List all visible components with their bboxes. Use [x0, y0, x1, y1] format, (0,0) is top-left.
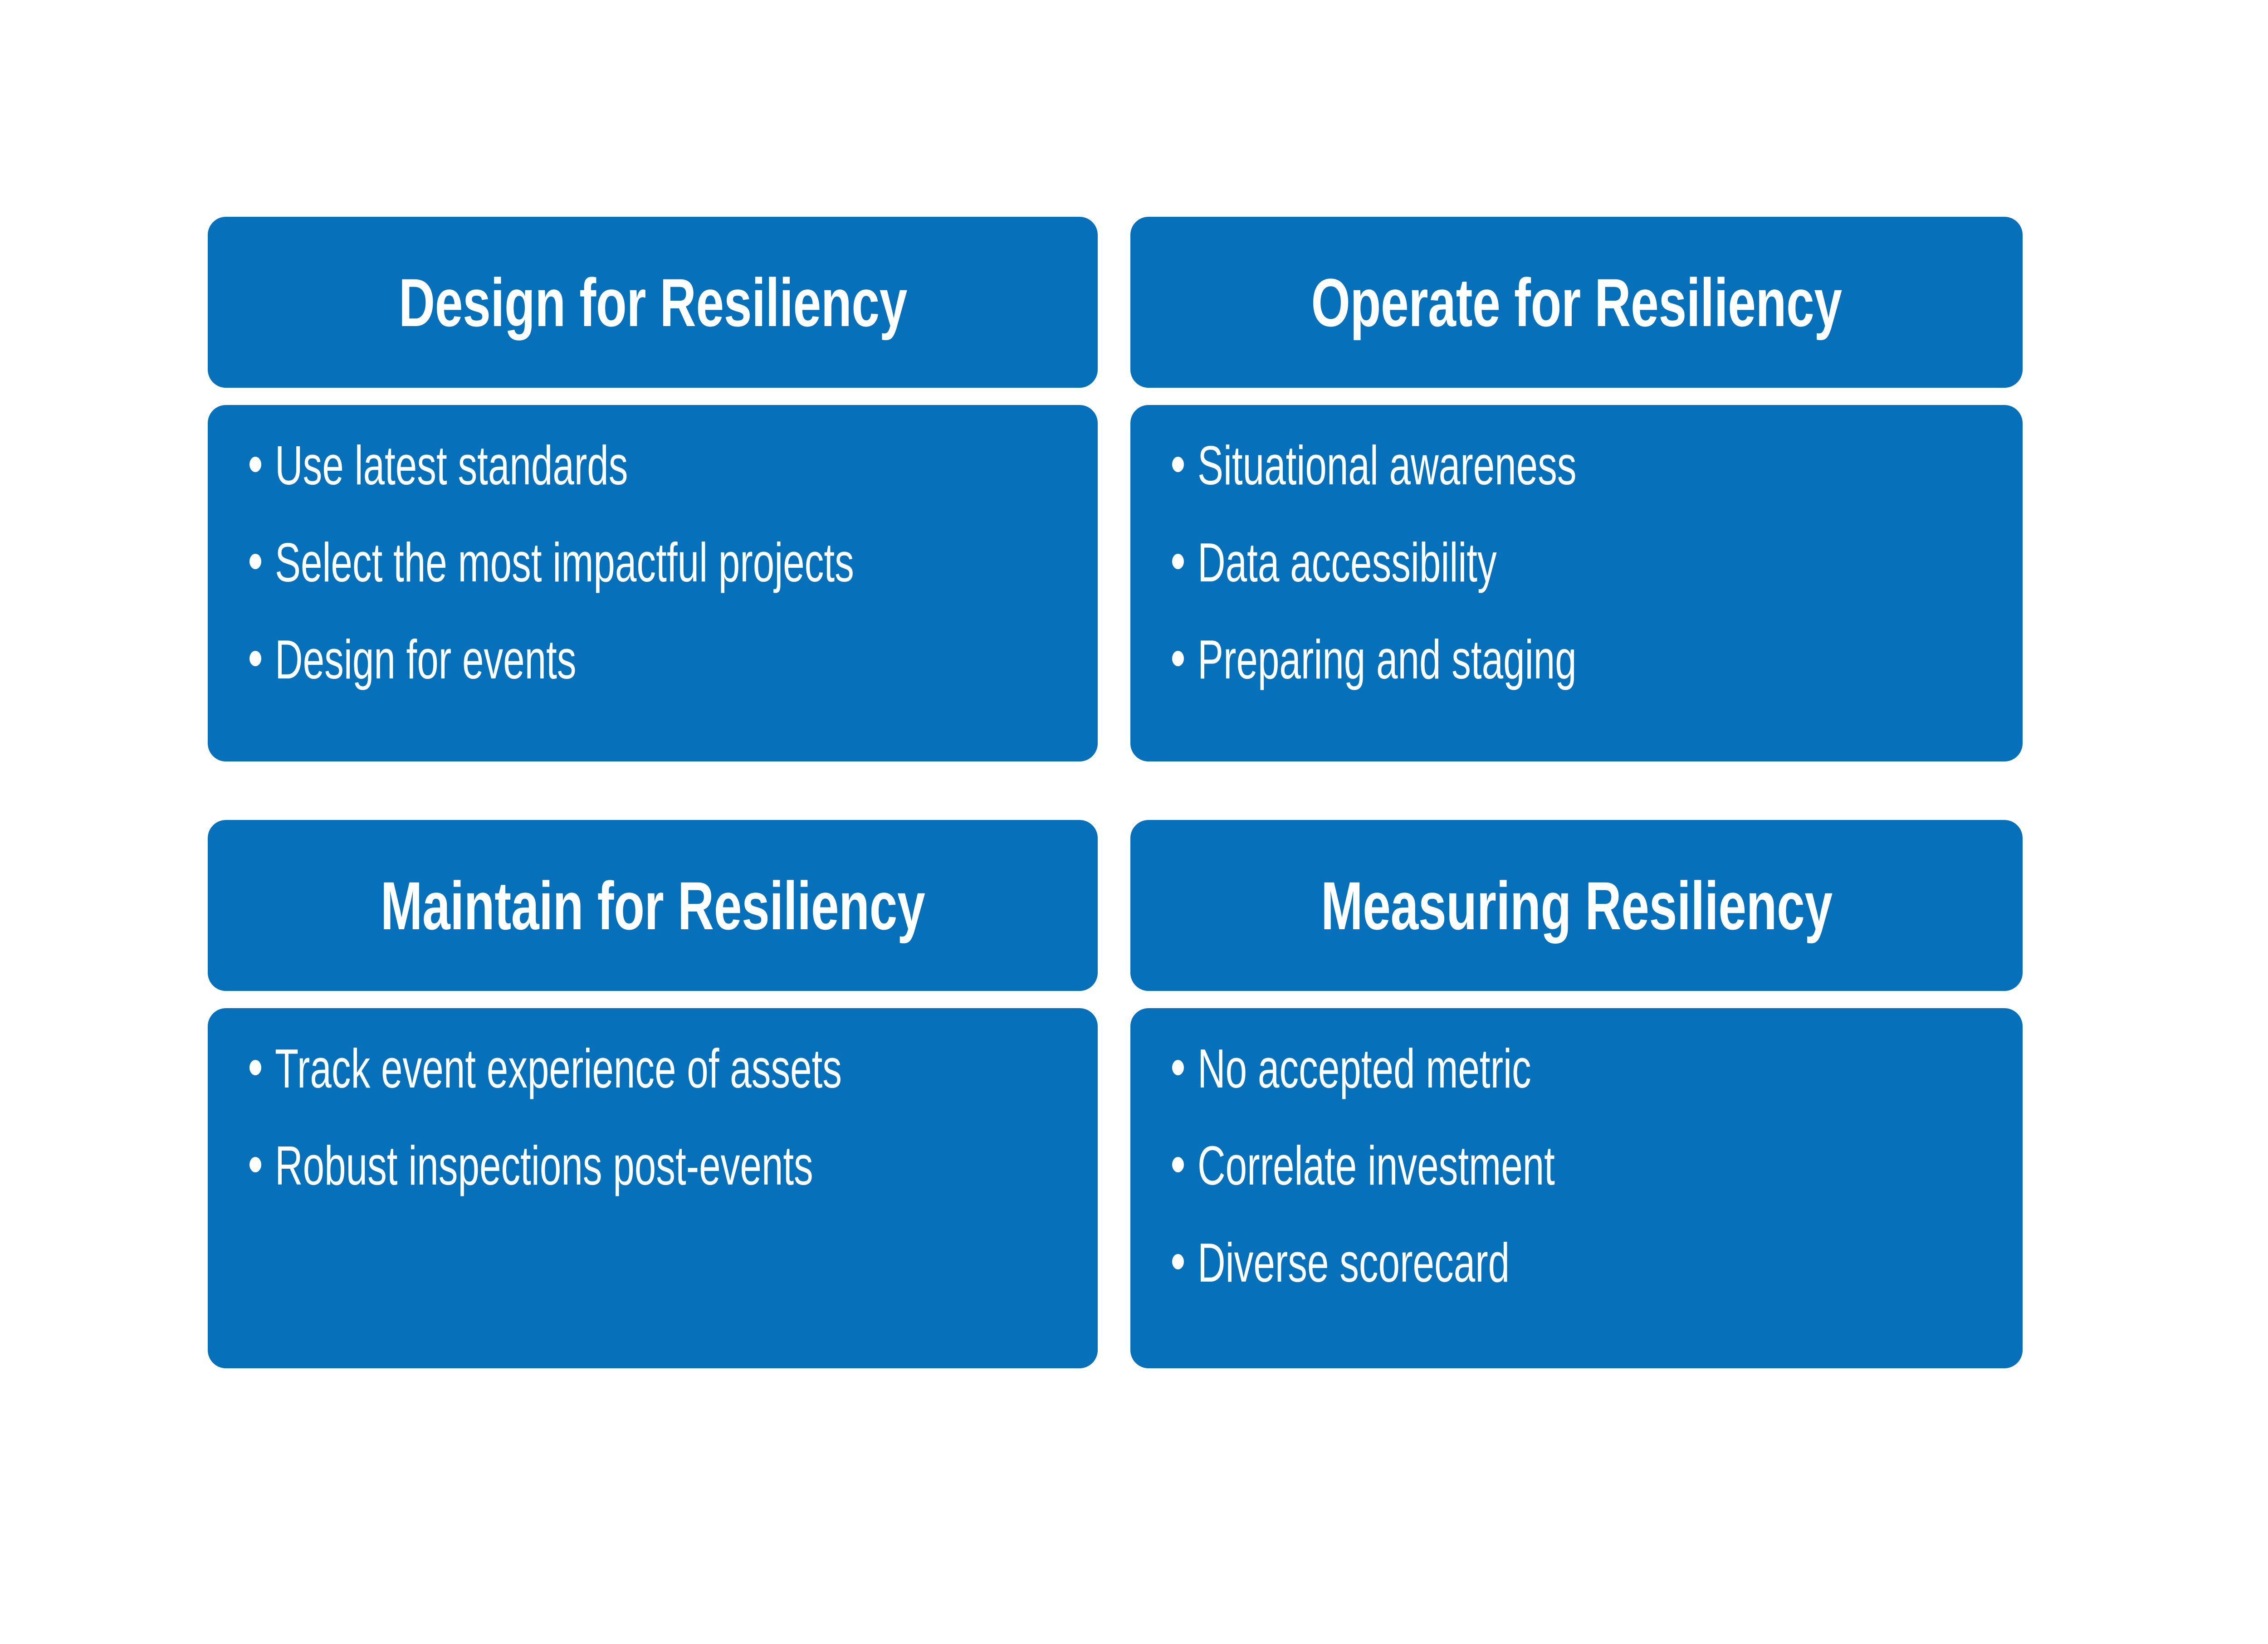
list-item: Design for events [249, 632, 1070, 687]
card-title-operate-for-resiliency: Operate for Resiliency [1311, 264, 1842, 341]
bullet-text: Situational awareness [1198, 434, 1577, 496]
bullet-dot-icon [1172, 1157, 1184, 1172]
bullet-dot-icon [1172, 1060, 1184, 1075]
card-header-measuring-resiliency: Measuring Resiliency [1130, 820, 2023, 991]
quadrant-measuring-resiliency: Measuring Resiliency No accepted metric … [1130, 820, 2023, 1368]
bullet-list-design-for-resiliency: Use latest standards Select the most imp… [249, 438, 1070, 687]
list-item: Diverse scorecard [1172, 1235, 1995, 1290]
list-item: No accepted metric [1172, 1041, 1995, 1096]
card-header-operate-for-resiliency: Operate for Resiliency [1130, 217, 2023, 388]
card-header-maintain-for-resiliency: Maintain for Resiliency [208, 820, 1098, 991]
card-title-measuring-resiliency: Measuring Resiliency [1320, 867, 1833, 944]
bullet-dot-icon [249, 651, 261, 666]
bullet-text: Select the most impactful projects [275, 532, 854, 593]
card-body-measuring-resiliency: No accepted metric Correlate investment … [1130, 1008, 2023, 1368]
bullet-text: Robust inspections post-events [275, 1135, 813, 1196]
bullet-dot-icon [249, 1060, 261, 1075]
bullet-dot-icon [1172, 457, 1184, 472]
card-title-maintain-for-resiliency: Maintain for Resiliency [380, 867, 925, 944]
bullet-text: Use latest standards [275, 434, 628, 496]
card-title-design-for-resiliency: Design for Resiliency [398, 264, 907, 341]
quadrant-maintain-for-resiliency: Maintain for Resiliency Track event expe… [208, 820, 1098, 1368]
bullet-text: No accepted metric [1198, 1038, 1531, 1099]
list-item: Robust inspections post-events [249, 1138, 1070, 1193]
quadrant-operate-for-resiliency: Operate for Resiliency Situational aware… [1130, 217, 2023, 761]
bullet-text: Track event experience of assets [275, 1038, 842, 1099]
bullet-dot-icon [249, 1157, 261, 1172]
resiliency-quadrant-matrix: Design for Resiliency Use latest standar… [208, 217, 2023, 1368]
card-header-design-for-resiliency: Design for Resiliency [208, 217, 1098, 388]
bullet-list-operate-for-resiliency: Situational awareness Data accessibility… [1172, 438, 1995, 687]
bullet-text: Data accessibility [1198, 532, 1497, 593]
list-item: Use latest standards [249, 438, 1070, 493]
list-item: Track event experience of assets [249, 1041, 1070, 1096]
bullet-text: Preparing and staging [1198, 629, 1577, 690]
quadrant-design-for-resiliency: Design for Resiliency Use latest standar… [208, 217, 1098, 761]
bullet-text: Design for events [275, 629, 577, 690]
card-body-maintain-for-resiliency: Track event experience of assets Robust … [208, 1008, 1098, 1368]
list-item: Data accessibility [1172, 535, 1995, 590]
card-body-design-for-resiliency: Use latest standards Select the most imp… [208, 405, 1098, 761]
list-item: Preparing and staging [1172, 632, 1995, 687]
bullet-text: Diverse scorecard [1198, 1232, 1510, 1293]
bullet-dot-icon [1172, 1254, 1184, 1269]
bullet-dot-icon [249, 554, 261, 569]
card-body-operate-for-resiliency: Situational awareness Data accessibility… [1130, 405, 2023, 761]
bullet-list-maintain-for-resiliency: Track event experience of assets Robust … [249, 1041, 1070, 1193]
bullet-list-measuring-resiliency: No accepted metric Correlate investment … [1172, 1041, 1995, 1290]
bullet-dot-icon [1172, 554, 1184, 569]
bullet-dot-icon [1172, 651, 1184, 666]
list-item: Select the most impactful projects [249, 535, 1070, 590]
bullet-text: Correlate investment [1198, 1135, 1555, 1196]
list-item: Correlate investment [1172, 1138, 1995, 1193]
bullet-dot-icon [249, 457, 261, 472]
list-item: Situational awareness [1172, 438, 1995, 493]
